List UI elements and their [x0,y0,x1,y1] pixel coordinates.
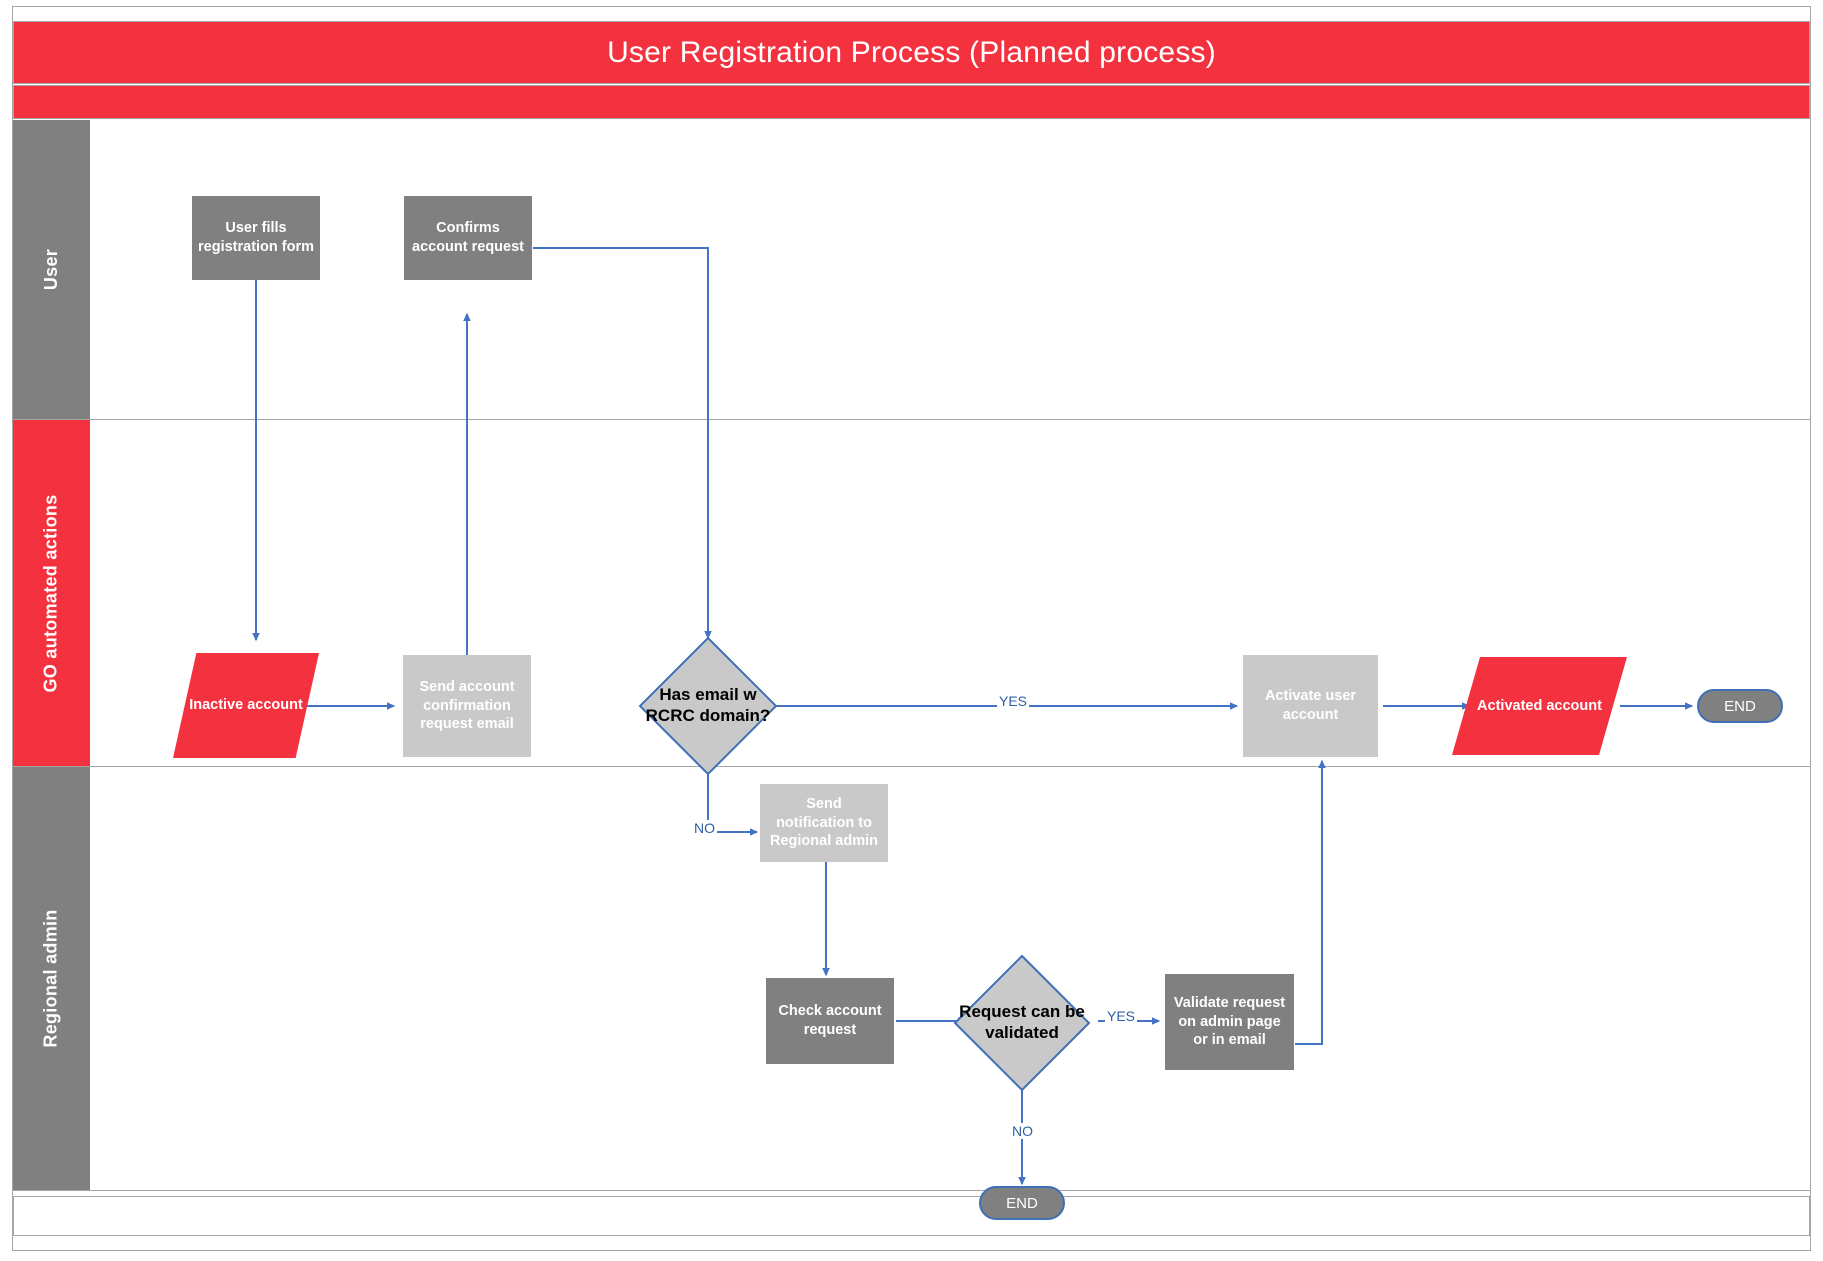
edge-label-domain-no: NO [692,820,717,836]
node-validate-request-on-admin-page[interactable]: Validate request on admin page or in ema… [1165,974,1294,1070]
swimlane-header-admin: Regional admin [13,767,90,1190]
edge-label-domain-yes: YES [997,693,1030,709]
node-activated-account[interactable]: Activated account [1452,657,1627,755]
node-send-account-confirmation-request-email[interactable]: Send account confirmation request email [403,655,531,757]
node-inactive-account[interactable]: Inactive account [173,653,319,758]
node-label: END [1724,697,1756,715]
swimlane-header-user: User [13,120,90,419]
edge-label-validated-no: NO [1010,1123,1035,1139]
title-accent-band [13,85,1810,119]
node-label: Activate user account [1264,688,1357,723]
node-label: Confirms account request [412,220,524,255]
diamond-shape [953,954,1091,1092]
node-end-admin[interactable]: END [979,1186,1065,1220]
node-label: Has email w RCRC domain? [645,685,771,725]
swimlane-body-admin [90,767,1810,1190]
swimlane-regional-admin: Regional admin [13,767,1810,1191]
swimlane-user: User [13,120,1810,420]
node-label: Inactive account [189,697,303,714]
node-decision-has-email-rcrc-domain[interactable]: Has email w RCRC domain? [638,636,778,776]
page-title: User Registration Process (Planned proce… [607,35,1216,69]
swimlane-header-go: GO automated actions [13,420,90,766]
node-label: END [1006,1194,1038,1212]
diagram-footer-strip [13,1196,1810,1236]
node-label: Activated account [1477,697,1602,714]
node-label: User fills registration form [198,220,315,255]
node-check-account-request[interactable]: Check account request [766,978,894,1064]
node-end-go[interactable]: END [1697,689,1783,723]
node-send-notification-to-regional-admin[interactable]: Send notification to Regional admin [760,784,888,862]
node-confirms-account-request[interactable]: Confirms account request [404,196,532,280]
node-label: Send account confirmation request email [419,679,515,733]
node-label: Validate request on admin page or in ema… [1173,995,1286,1049]
diamond-shape [638,636,778,776]
node-activate-user-account[interactable]: Activate user account [1243,655,1378,757]
node-label: Check account request [778,1003,882,1038]
node-user-fills-registration-form[interactable]: User fills registration form [192,196,320,280]
swimlane-body-user [90,120,1810,419]
node-label: Send notification to Regional admin [770,796,878,850]
node-decision-request-can-be-validated[interactable]: Request can be validated [953,954,1091,1092]
edge-label-validated-yes: YES [1105,1008,1138,1024]
diagram-title-banner: User Registration Process (Planned proce… [13,21,1810,84]
node-label: Request can be validated [959,1002,1085,1042]
